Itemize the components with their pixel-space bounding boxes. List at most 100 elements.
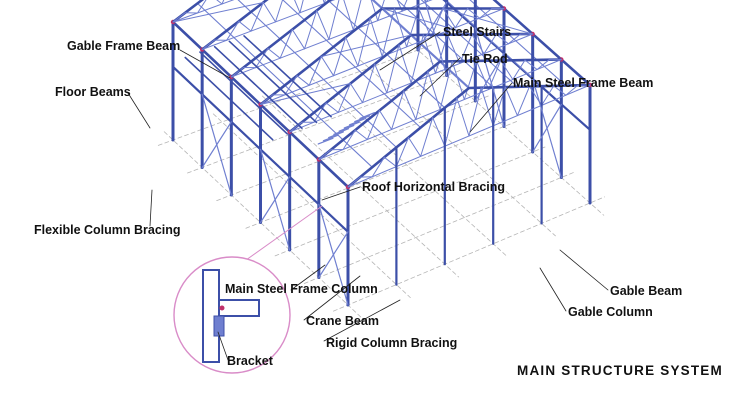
truss-web [284,75,298,96]
ground-axis-line [245,120,520,229]
truss-web [318,149,332,160]
truss-web [500,60,514,80]
truss-web [275,0,284,23]
truss-web [337,83,351,113]
leader-line [539,267,567,312]
label-main-steel-frame-beam: Main Steel Frame Beam [513,76,654,90]
truss-web [378,110,393,130]
ground-axis-line [212,113,411,299]
truss-web [328,0,340,40]
main-steel-frame-beam [201,0,269,51]
truss-web [294,0,301,14]
truss-web [296,75,310,86]
floor-beam [243,35,332,118]
truss-web [322,0,325,4]
truss-web [386,44,400,94]
truss-web [408,137,422,157]
steel-stair-tread [322,134,339,142]
leader-line [217,331,229,361]
truss-web [172,12,186,23]
truss-web [316,10,330,40]
truss-web [391,90,405,130]
truss-web [333,36,347,77]
truss-web [406,8,420,48]
truss-web [345,36,359,67]
leader-line [179,49,231,79]
steel-stair-tread [354,115,371,123]
flexible-column-bracing [201,93,232,196]
roof-purlin [396,0,494,88]
leader-line [303,275,361,321]
roof-purlin [237,0,397,148]
roof-horizontal-bracing [442,8,534,35]
floor-beam [213,45,303,129]
truss-web [415,70,429,120]
truss-web [466,8,481,19]
truss-web [304,10,318,50]
steel-stair-tread [317,137,334,145]
truss-web [516,86,530,117]
inset-crane-beam [218,299,260,317]
truss-web [504,86,518,117]
main-steel-frame-beam [347,83,591,189]
truss-web [418,8,432,38]
ground-axis-line [163,131,363,319]
flexible-column-bracing [318,203,349,306]
truss-web [342,129,356,150]
truss-web [362,63,376,104]
truss-web [434,34,449,74]
truss-web [454,8,468,29]
tie-rod [347,84,591,188]
truss-web [383,156,397,168]
truss-web [357,17,371,67]
leader-line [321,186,361,201]
truss-web [289,121,303,133]
tie-rod [318,59,562,160]
rigid-column-bracing [532,78,562,179]
main-steel-frame-beam [230,0,333,79]
truss-web [432,117,446,147]
label-steel-stairs: Steel Stairs [443,25,512,39]
steel-stair-tread [348,118,365,126]
tie-rod [172,0,235,23]
truss-web [442,8,456,29]
truss-web [512,59,526,80]
truss-web [226,20,240,41]
leader-line [379,31,441,71]
truss-web [299,0,304,14]
rigid-column-bracing [424,0,448,77]
bracket-detail-inset [173,205,323,374]
truss-web [250,2,264,32]
floor-beam [184,56,274,141]
truss-web [398,44,412,84]
truss-web [479,8,493,19]
leader-line [323,299,401,342]
diagram-title: MAIN STRUCTURE SYSTEM [517,363,723,378]
truss-web [267,48,281,59]
truss-web [403,90,417,120]
steel-stair-tread [328,131,344,139]
floor-beam [228,40,318,124]
truss-web [536,59,550,70]
truss-web [483,33,497,55]
label-gable-beam: Gable Beam [610,284,683,298]
truss-web [308,56,322,86]
truss-web [255,48,269,69]
steel-stair-tread [359,111,376,120]
truss-web [230,67,245,78]
ground-axis-line [157,44,434,146]
roof-horizontal-bracing [172,2,264,23]
leader-line [559,249,609,291]
leader-line [149,189,153,227]
ground-axis-line [310,77,508,257]
truss-web [313,102,327,123]
truss-web [216,0,223,5]
ground-axis-line [333,196,605,312]
truss-web [565,84,579,96]
ground-axis-line [359,59,556,237]
label-main-steel-frame-column: Main Steel Frame Column [225,282,378,296]
label-roof-horizontal-bracing: Roof Horizontal Bracing [362,180,506,194]
leader-line [290,264,326,291]
inset-bolt [219,305,225,311]
